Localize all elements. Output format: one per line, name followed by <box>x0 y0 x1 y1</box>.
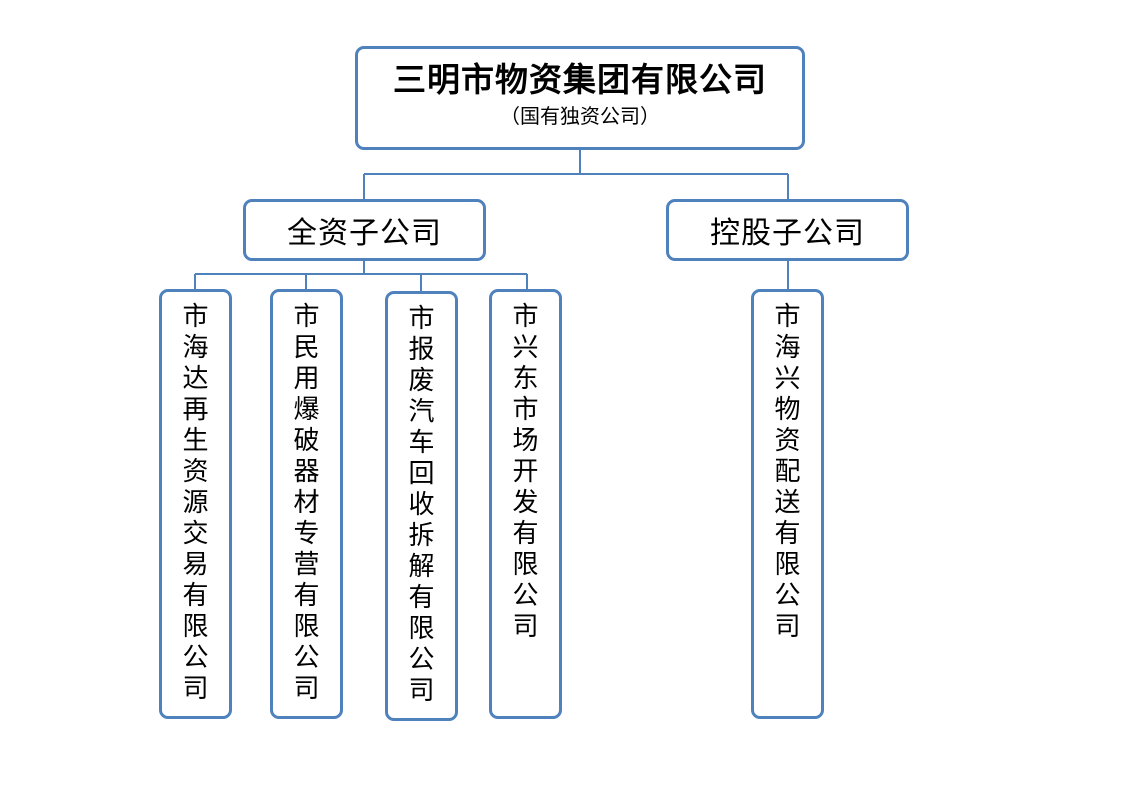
root-company-box: 三明市物资集团有限公司 （国有独资公司） <box>355 46 805 150</box>
holding-group-label: 控股子公司 <box>710 216 865 251</box>
root-company-note: （国有独资公司） <box>500 104 660 128</box>
holding-group-box: 控股子公司 <box>666 199 909 261</box>
subsidiary-label-vehicle-recycling: 市报废汽车回收拆解有限公司 <box>408 304 435 706</box>
wholly-owned-group-box: 全资子公司 <box>243 199 486 261</box>
subsidiary-box-haida: 市海达再生资源交易有限公司 <box>159 289 232 719</box>
root-company-name: 三明市物资集团有限公司 <box>393 60 767 99</box>
subsidiary-box-explosives: 市民用爆破器材专营有限公司 <box>270 289 343 719</box>
subsidiary-label-explosives: 市民用爆破器材专营有限公司 <box>293 302 320 704</box>
subsidiary-box-vehicle-recycling: 市报废汽车回收拆解有限公司 <box>385 291 458 721</box>
subsidiary-label-xingdong-market: 市兴东市场开发有限公司 <box>512 302 539 642</box>
subsidiary-box-haixing-logistics: 市海兴物资配送有限公司 <box>751 289 824 719</box>
wholly-owned-group-label: 全资子公司 <box>287 216 442 251</box>
subsidiary-label-haida: 市海达再生资源交易有限公司 <box>182 302 209 704</box>
subsidiary-box-xingdong-market: 市兴东市场开发有限公司 <box>489 289 562 719</box>
subsidiary-label-haixing-logistics: 市海兴物资配送有限公司 <box>774 302 801 642</box>
